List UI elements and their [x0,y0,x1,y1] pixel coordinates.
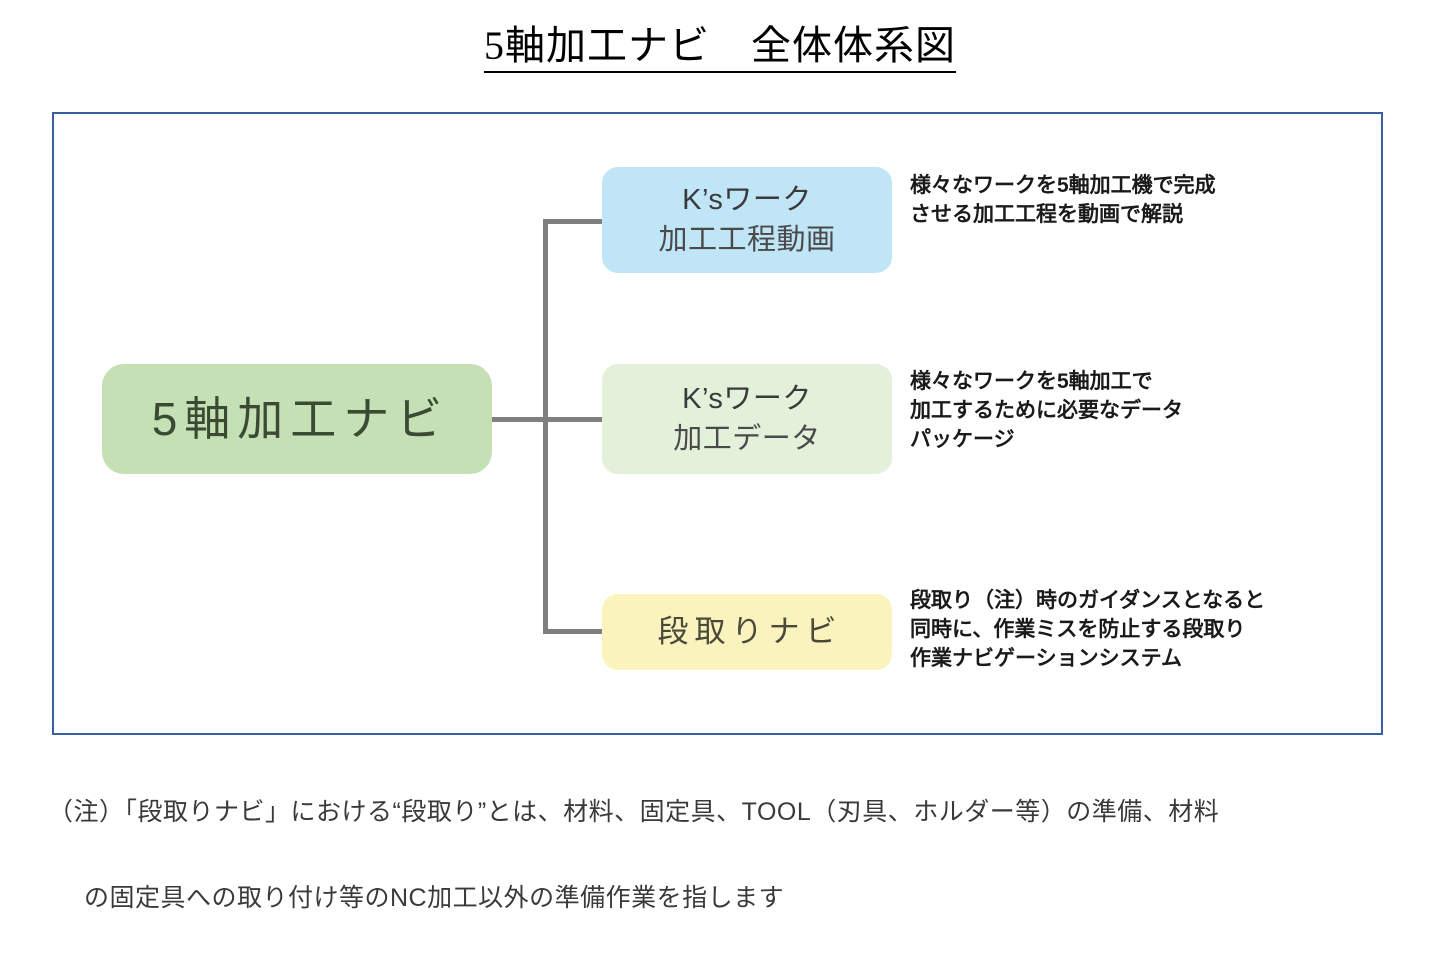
page-title-text: 5軸加工ナビ 全体体系図 [484,23,956,73]
node-data-label-line2: 加工データ [673,423,821,455]
node-root-5axis-navi[interactable]: 5軸加工ナビ [102,364,492,474]
description-ks-work-process-video: 様々なワークを5軸加工機で完成 させる加工工程を動画で解説 [910,174,1216,226]
diagram-frame: 5軸加工ナビ K’sワーク 加工工程動画 K’sワーク 加工データ 段取りナビ … [52,112,1383,735]
connector-branch-setup [543,629,603,634]
connector-trunk [543,219,548,634]
node-ks-work-process-video[interactable]: K’sワーク 加工工程動画 [602,167,892,273]
connector-branch-data [543,417,607,422]
description-dandori-navi: 段取り（注）時のガイダンスとなると 同時に、作業ミスを防止する段取り 作業ナビゲ… [910,589,1266,670]
footnote-line-1: （注）「段取りナビ」における“段取り”とは、材料、固定具、TOOL（刃具、ホルダ… [48,798,1220,826]
node-ks-work-machining-data[interactable]: K’sワーク 加工データ [602,364,892,474]
node-video-label-line2: 加工工程動画 [658,224,836,256]
description-ks-work-machining-data: 様々なワークを5軸加工で 加工するために必要なデータ パッケージ [910,370,1183,451]
footnote-line-2: の固定具への取り付け等のNC加工以外の準備作業を指します [84,884,785,912]
node-setup-label-line1: 段取りナビ [657,614,843,649]
connector-branch-video [543,219,603,224]
node-data-label-line1: K’sワーク [682,383,812,415]
footnote: （注）「段取りナビ」における“段取り”とは、材料、固定具、TOOL（刃具、ホルダ… [48,748,1440,963]
connector-root-stub [489,417,546,422]
node-root-label: 5軸加工ナビ [151,393,450,445]
page-title: 5軸加工ナビ 全体体系図 [0,22,1440,73]
node-dandori-navi[interactable]: 段取りナビ [602,594,892,670]
node-video-label-line1: K’sワーク [682,184,812,216]
